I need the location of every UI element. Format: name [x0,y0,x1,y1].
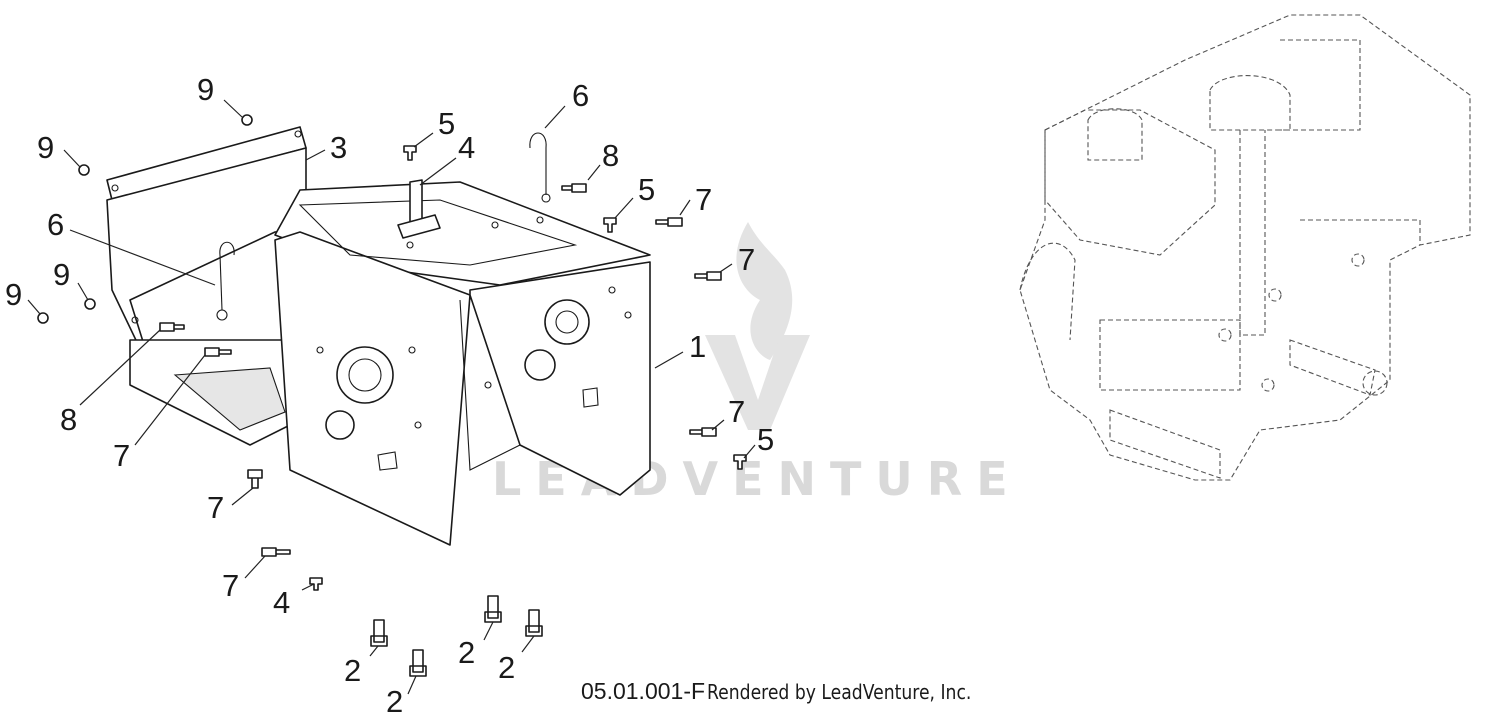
stud-2a [370,619,388,647]
callout-2-a: 2 [344,653,361,688]
engine-reference-outline [1019,14,1471,481]
nut-9d [37,312,49,324]
callout-3: 3 [330,130,347,165]
fasteners [37,114,747,677]
stud-2c [484,595,502,623]
callout-2-c: 2 [458,635,475,670]
screw-8a [561,183,587,193]
nut-9a [241,114,253,126]
callout-9-mid-left: 9 [53,257,70,292]
callout-labels: 9 9 9 9 3 6 6 5 5 5 4 4 8 8 7 7 7 7 7 7 … [5,72,774,719]
callout-5-mid: 5 [638,172,655,207]
screw-7f [261,547,291,557]
callout-5-right: 5 [757,422,774,457]
screw-7c [204,347,232,357]
leader-lines [27,99,756,695]
callout-7-e: 7 [207,490,224,525]
screw-7d [689,427,717,437]
bolt-5d [309,577,323,591]
part-4-bracket [397,179,441,239]
callout-5-top: 5 [438,106,455,141]
bottom-tray [129,339,301,446]
callout-1: 1 [689,329,706,364]
part-6-hook-left [216,241,235,321]
screw-7a [655,217,683,227]
callout-8-left: 8 [60,402,77,437]
figure-code: 05.01.001-F [581,678,706,704]
screw-7e [247,469,263,489]
callout-2-d: 2 [498,650,515,685]
part-6-hook-right [529,132,551,203]
bolt-5b [603,217,617,233]
callout-9-top: 9 [197,72,214,107]
callout-9-far-left: 9 [5,277,22,312]
callout-7-f: 7 [222,568,239,603]
callout-8-top: 8 [602,138,619,173]
callout-9-upper-left: 9 [37,130,54,165]
nut-9c [84,298,96,310]
callout-6-right: 6 [572,78,589,113]
part-3-shield-plate [106,126,307,381]
callout-4: 4 [458,130,475,165]
callout-7-a: 7 [695,182,712,217]
bolt-5c [733,454,747,470]
render-credit: Rendered by LeadVenture, Inc. [707,680,972,704]
callout-5-bottom: 4 [273,585,290,620]
bolt-5a [403,145,417,161]
callout-2-b: 2 [386,684,403,719]
callout-7-b: 7 [738,242,755,277]
screw-7b [694,271,722,281]
callout-6-left: 6 [47,207,64,242]
screw-8b [159,322,185,332]
stud-2b [409,649,427,677]
diagram-footer: 05.01.001-F Rendered by LeadVenture, Inc… [581,678,1014,718]
nut-9b [78,164,90,176]
callout-7-c: 7 [113,438,130,473]
stud-2d [525,609,543,637]
part-1-frame-housing [274,181,651,546]
callout-7-d: 7 [728,394,745,429]
